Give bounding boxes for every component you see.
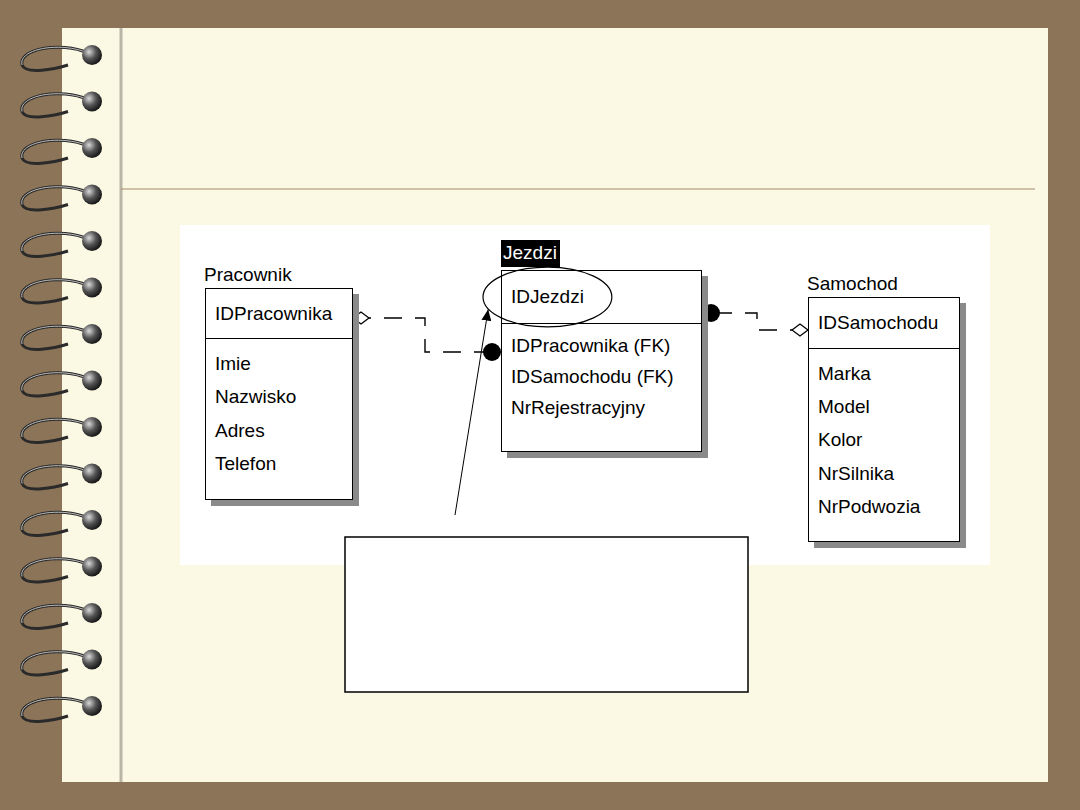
callout-box bbox=[345, 537, 748, 692]
attribute: Nazwisko bbox=[215, 380, 343, 413]
entity-box: PracownikIDPracownikaImieNazwiskoAdresTe… bbox=[205, 288, 353, 500]
spiral-highlight bbox=[22, 466, 88, 484]
spiral-wire bbox=[22, 698, 88, 721]
key-section: IDJezdzi bbox=[502, 271, 701, 324]
spiral-wire bbox=[22, 280, 88, 303]
binding-hole bbox=[82, 557, 102, 577]
binding-hole bbox=[82, 650, 102, 670]
binding-hole bbox=[82, 371, 102, 391]
attribute: NrSilnika bbox=[818, 457, 950, 490]
notebook-page bbox=[62, 28, 1048, 782]
attribute: Adres bbox=[215, 414, 343, 447]
spiral-highlight bbox=[22, 326, 88, 344]
attribute: Imie bbox=[215, 347, 343, 380]
relationship-line bbox=[702, 313, 808, 330]
spiral-wire bbox=[22, 652, 88, 675]
attribute: Model bbox=[818, 390, 950, 423]
entity-box: JezdziIDJezdziIDPracownika (FK)IDSamocho… bbox=[501, 270, 702, 452]
attribute: NrPodwozia bbox=[818, 490, 950, 523]
entity-box: SamochodIDSamochoduMarkaModelKolorNrSiln… bbox=[808, 297, 960, 542]
highlight-ellipse bbox=[483, 267, 612, 327]
spiral-highlight bbox=[22, 605, 88, 623]
key-section: IDPracownika bbox=[206, 289, 352, 339]
spiral-wire bbox=[22, 94, 88, 117]
spiral-highlight bbox=[22, 187, 88, 205]
attribute: Marka bbox=[818, 357, 950, 390]
title-rule bbox=[121, 189, 1035, 190]
spiral-wire bbox=[22, 419, 88, 442]
entity-name: Pracownik bbox=[204, 264, 292, 286]
attribute-section: ImieNazwiskoAdresTelefon bbox=[206, 339, 352, 499]
spiral-highlight bbox=[22, 140, 88, 158]
entity-name: Jezdzi bbox=[501, 240, 560, 267]
binding-hole bbox=[82, 231, 102, 251]
leader-line bbox=[455, 310, 488, 515]
entity-name: Samochod bbox=[807, 273, 898, 295]
binding-hole bbox=[82, 92, 102, 112]
binding-hole bbox=[82, 185, 102, 205]
spiral-highlight bbox=[22, 419, 88, 437]
spiral-wire bbox=[22, 512, 88, 535]
spiral-wire bbox=[22, 233, 88, 256]
spiral-highlight bbox=[22, 698, 88, 716]
spiral-binding bbox=[22, 45, 102, 721]
binding-hole bbox=[82, 464, 102, 484]
diagram-panel bbox=[180, 225, 990, 565]
spiral-wire bbox=[22, 47, 88, 70]
spiral-wire bbox=[22, 373, 88, 396]
attribute-section: MarkaModelKolorNrSilnikaNrPodwozia bbox=[809, 349, 959, 541]
binding-hole bbox=[82, 278, 102, 298]
spiral-wire bbox=[22, 466, 88, 489]
primary-key: IDPracownika bbox=[215, 303, 332, 325]
spiral-highlight bbox=[22, 94, 88, 112]
spiral-highlight bbox=[22, 233, 88, 251]
spiral-highlight bbox=[22, 47, 88, 65]
margin-line bbox=[120, 28, 123, 782]
attribute: NrRejestracyjny bbox=[511, 392, 692, 423]
binding-hole bbox=[82, 324, 102, 344]
binding-hole bbox=[82, 510, 102, 530]
spiral-highlight bbox=[22, 652, 88, 670]
primary-key: IDJezdzi bbox=[511, 286, 584, 308]
binding-hole bbox=[82, 696, 102, 716]
binding-hole bbox=[82, 603, 102, 623]
primary-key: IDSamochodu bbox=[818, 312, 938, 334]
spiral-wire bbox=[22, 559, 88, 582]
attribute: IDSamochodu (FK) bbox=[511, 361, 692, 392]
spiral-highlight bbox=[22, 280, 88, 298]
attribute-section: IDPracownika (FK)IDSamochodu (FK)NrRejes… bbox=[502, 324, 701, 451]
attribute: Telefon bbox=[215, 447, 343, 480]
spiral-highlight bbox=[22, 512, 88, 530]
binding-hole bbox=[82, 417, 102, 437]
relationship-line bbox=[353, 318, 501, 352]
spiral-wire bbox=[22, 140, 88, 163]
attribute: IDPracownika (FK) bbox=[511, 330, 692, 361]
binding-hole bbox=[82, 138, 102, 158]
spiral-wire bbox=[22, 605, 88, 628]
spiral-wire bbox=[22, 187, 88, 210]
spiral-highlight bbox=[22, 373, 88, 391]
binding-hole bbox=[82, 45, 102, 65]
attribute: Kolor bbox=[818, 423, 950, 456]
spiral-highlight bbox=[22, 559, 88, 577]
key-section: IDSamochodu bbox=[809, 298, 959, 349]
spiral-wire bbox=[22, 326, 88, 349]
